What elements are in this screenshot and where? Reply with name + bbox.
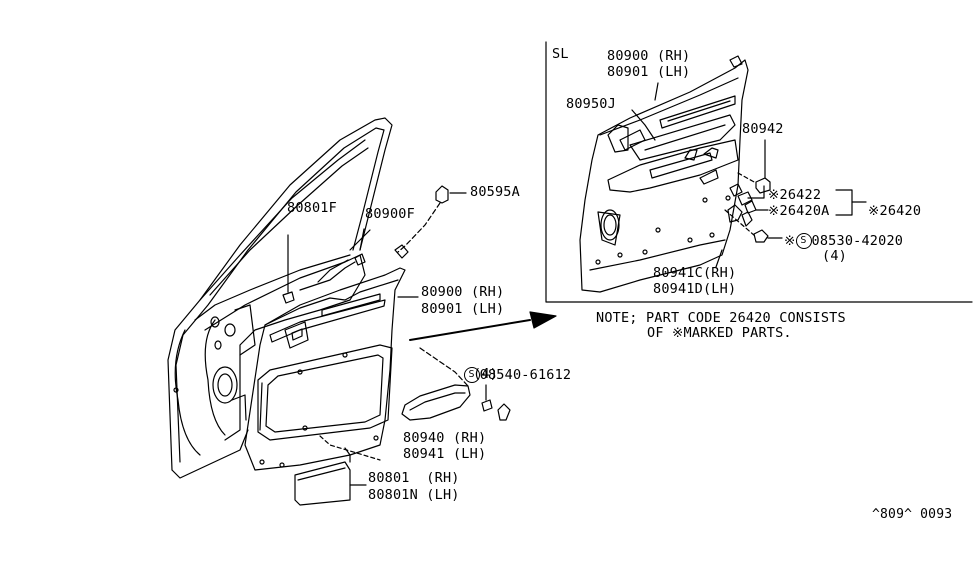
inset-label-80901-lh: 80901 (LH) xyxy=(607,64,691,80)
label-80900F: 80900F xyxy=(365,206,415,222)
inset-label-08530: 08530-42020 xyxy=(811,233,904,249)
door-frame xyxy=(167,117,393,479)
footer-code: ^809^ 0093 xyxy=(872,507,953,522)
s-circle-marker: S xyxy=(795,233,812,249)
s-circle-marker: S xyxy=(463,367,480,383)
inset-label-80950J: 80950J xyxy=(566,96,616,112)
inset-trim-panel xyxy=(579,55,749,293)
inset-label-26420A-group: ※26420A xyxy=(768,203,829,219)
inset-label-26420-group: ※26420 xyxy=(868,203,921,219)
label-80595A: 80595A xyxy=(470,184,520,200)
note-line-1: NOTE; PART CODE 26420 CONSISTS xyxy=(596,310,846,326)
inset-label-08530-qty: (4) xyxy=(822,248,847,264)
screw-08540 xyxy=(481,384,511,421)
note-line-2: OF ※MARKED PARTS. xyxy=(647,325,792,341)
label-08540-qty: (4) xyxy=(473,366,498,382)
inset-label-80942: 80942 xyxy=(742,121,784,137)
inset-label-26420A: 26420A xyxy=(779,203,830,219)
label-08540: 08540-61612 xyxy=(479,367,572,383)
label-80940-rh: 80940 (RH) xyxy=(403,430,487,446)
pointer-arrow xyxy=(409,311,557,341)
label-80801N-lh: 80801N (LH) xyxy=(368,487,460,503)
asterisk-marker: ※ xyxy=(868,203,880,219)
inset-label-80941D-lh: 80941D(LH) xyxy=(653,281,737,297)
clip-80595A xyxy=(394,185,467,259)
inset-frame xyxy=(545,41,973,303)
clip-80801F xyxy=(282,234,295,304)
inset-label-26420: 26420 xyxy=(879,203,922,219)
inset-label-26422: 26422 xyxy=(779,187,822,203)
main-leader-lines xyxy=(319,228,419,461)
inset-label-80941C-rh: 80941C(RH) xyxy=(653,265,737,281)
door-trim-panel xyxy=(244,259,406,471)
pocket-80801 xyxy=(294,447,367,506)
label-80900-rh: 80900 (RH) xyxy=(421,284,505,300)
inset-tag: SL xyxy=(552,46,569,62)
label-80941-lh: 80941 (LH) xyxy=(403,446,487,462)
armrest-80940 xyxy=(401,347,471,421)
asterisk-marker: ※ xyxy=(784,233,796,249)
label-80901-lh: 80901 (LH) xyxy=(421,301,505,317)
label-80801-rh: 80801 (RH) xyxy=(368,470,460,486)
inset-label-80900-rh: 80900 (RH) xyxy=(607,48,691,64)
asterisk-marker: ※ xyxy=(768,203,780,219)
inset-label-26422-group: ※26422 xyxy=(768,187,821,203)
label-80801F: 80801F xyxy=(287,200,337,216)
asterisk-marker: ※ xyxy=(768,187,780,203)
clip-80900F xyxy=(349,229,371,266)
inset-parts xyxy=(631,82,867,268)
